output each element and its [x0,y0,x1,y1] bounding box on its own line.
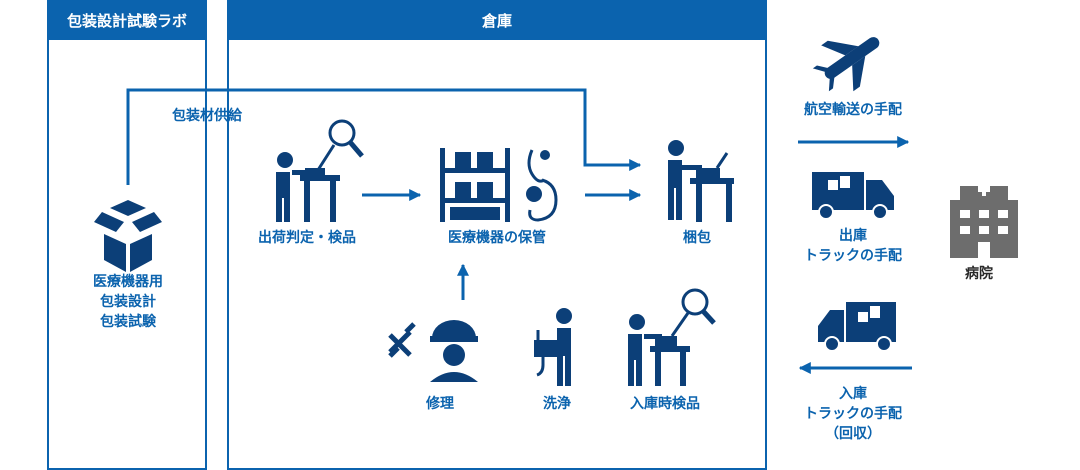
lab-panel-title: 包装設計試験ラボ [49,0,205,40]
receiving-inspector-icon [628,288,716,386]
storage-label: 医療機器の保管 [448,230,546,246]
airplane-icon [812,37,880,92]
package-box-icon [94,200,162,272]
inbound-label-line3: （回収） [825,426,881,442]
cleaning-label: 洗浄 [543,396,571,412]
receiving-inspection-label: 入庫時検品 [630,396,700,412]
packaging-supply-line [126,88,642,185]
warehouse-panel-title: 倉庫 [229,0,765,40]
repair-worker-icon [388,320,478,382]
inbound-truck-label: 入庫 トラックの手配 （回収） [795,384,911,444]
lab-service-packaging-test: 包装試験 [100,314,156,330]
shipping-inspector-icon [276,119,364,222]
storage-shelf-icon [440,148,558,222]
inbound-truck-icon [818,302,896,352]
outbound-label-line2: トラックの手配 [804,248,902,264]
packaging-supply-label: 包装材供給 [172,108,242,124]
warehouse-panel: 倉庫 [227,0,767,470]
lab-service-medical-device: 医療機器用 [93,274,163,290]
inbound-label-line2: トラックの手配 [804,406,902,422]
outbound-label-line1: 出庫 [839,228,867,244]
hospital-icon [950,182,1018,258]
cleaning-worker-icon [534,308,572,386]
inbound-label-line1: 入庫 [839,386,867,402]
outbound-truck-label: 出庫 トラックの手配 [795,226,911,266]
outbound-truck-icon [812,172,894,220]
lab-service-packaging-design: 包装設計 [100,294,156,310]
hospital-label: 病院 [965,266,993,282]
shipping-inspection-label: 出荷判定・検品 [258,230,356,246]
air-transport-label: 航空輸送の手配 [804,102,902,118]
packing-label: 梱包 [683,230,711,246]
repair-label: 修理 [426,396,454,412]
packing-worker-icon [668,140,734,222]
lab-services-label: 医療機器用 包装設計 包装試験 [80,272,176,332]
lab-panel: 包装設計試験ラボ [47,0,207,470]
